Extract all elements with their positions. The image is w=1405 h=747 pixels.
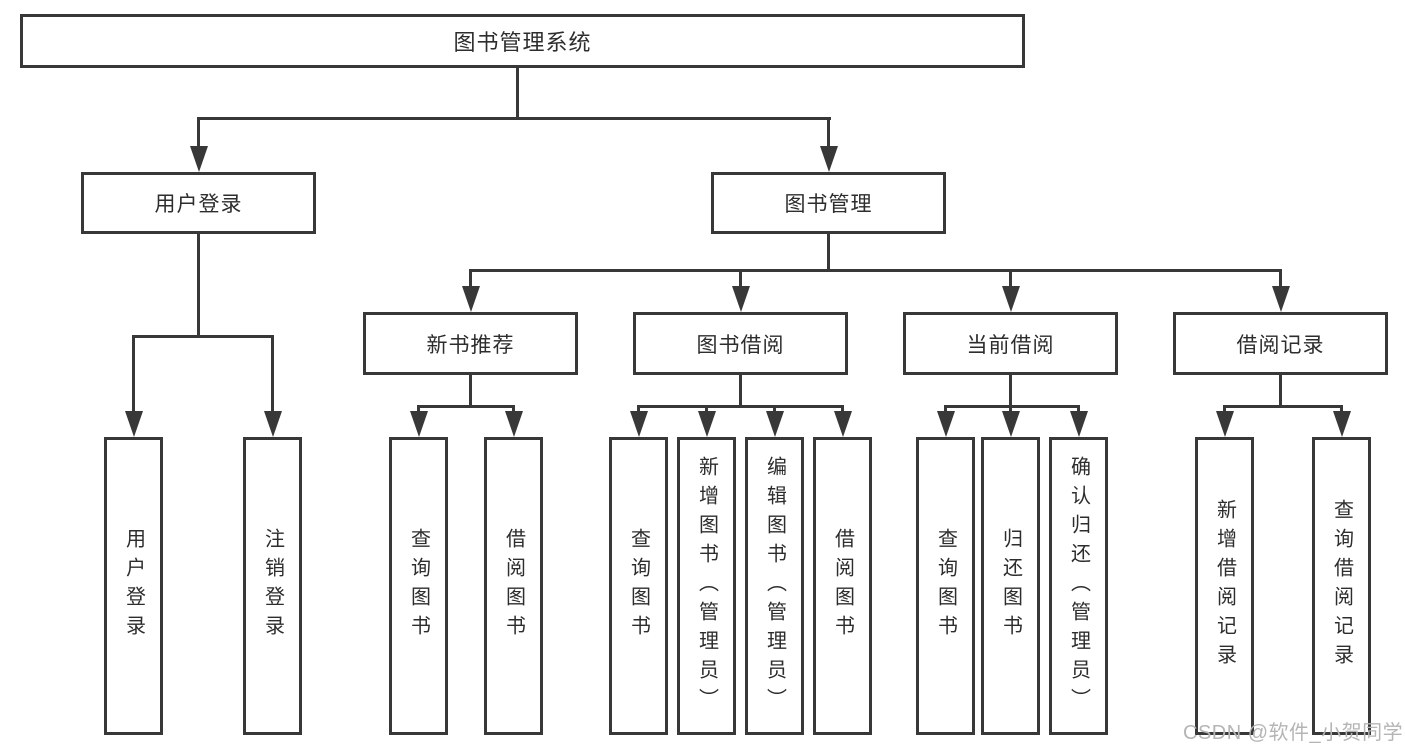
node-label: 归还图书 — [999, 528, 1022, 644]
arrow-down-icon — [629, 411, 648, 437]
connector-line — [739, 269, 742, 293]
arrow-down-icon — [1069, 411, 1088, 437]
node-label: 新书推荐 — [426, 333, 515, 357]
arrow-down-icon — [765, 411, 784, 437]
node-label: 查询图书 — [407, 528, 430, 644]
leaf-return-books: 归还图书 — [981, 437, 1040, 735]
arrow-down-icon — [1271, 286, 1290, 312]
arrow-down-icon — [1001, 286, 1020, 312]
leaf-user-login: 用户登录 — [104, 437, 163, 735]
leaf-borrow-books-recommend: 借阅图书 — [484, 437, 543, 735]
node-label: 查询借阅记录 — [1330, 499, 1353, 673]
leaf-add-borrow-record: 新增借阅记录 — [1195, 437, 1254, 735]
node-book-management: 图书管理 — [711, 172, 946, 234]
connector-line — [1223, 405, 1342, 408]
arrow-down-icon — [1215, 411, 1234, 437]
node-new-book-recommendation: 新书推荐 — [363, 312, 578, 375]
node-label: 查询图书 — [934, 528, 957, 644]
node-label: 新增图书（管理员） — [695, 455, 718, 717]
node-label: 查询图书 — [627, 528, 650, 644]
connector-line — [1279, 375, 1282, 408]
connector-line — [132, 335, 135, 415]
node-label: 用户登录 — [154, 193, 243, 216]
node-label: 图书管理 — [784, 193, 873, 216]
node-label: 注销登录 — [261, 528, 284, 644]
connector-line — [637, 405, 844, 408]
node-label: 用户登录 — [122, 528, 145, 644]
leaf-add-books-admin: 新增图书（管理员） — [677, 437, 736, 735]
csdn-watermark: CSDN @软件_小贺同学 — [1183, 722, 1404, 744]
arrow-down-icon — [833, 411, 852, 437]
arrow-down-icon — [461, 286, 480, 312]
connector-line — [827, 234, 830, 272]
connector-line — [1009, 375, 1012, 408]
node-label: 确认归还（管理员） — [1067, 455, 1090, 717]
leaf-query-books-current: 查询图书 — [916, 437, 975, 735]
connector-line — [739, 375, 742, 408]
connector-line — [469, 269, 472, 293]
leaf-query-books-borrow: 查询图书 — [609, 437, 668, 735]
leaf-edit-books-admin: 编辑图书（管理员） — [745, 437, 804, 735]
node-label: 新增借阅记录 — [1213, 499, 1236, 673]
leaf-confirm-return-admin: 确认归还（管理员） — [1049, 437, 1108, 735]
arrow-down-icon — [731, 286, 750, 312]
arrow-down-icon — [1001, 411, 1020, 437]
node-user-login: 用户登录 — [81, 172, 316, 234]
node-current-borrowing: 当前借阅 — [903, 312, 1118, 375]
leaf-borrow-books: 借阅图书 — [813, 437, 872, 735]
node-borrowing-records: 借阅记录 — [1173, 312, 1388, 375]
node-label: 借阅图书 — [831, 528, 854, 644]
arrow-down-icon — [936, 411, 955, 437]
connector-line — [197, 117, 831, 120]
leaf-query-books-recommend: 查询图书 — [389, 437, 448, 735]
connector-line — [1009, 269, 1012, 293]
connector-line — [132, 335, 274, 338]
connector-line — [469, 375, 472, 408]
arrow-down-icon — [409, 411, 428, 437]
arrow-down-icon — [124, 411, 143, 437]
arrow-down-icon — [1332, 411, 1351, 437]
arrow-down-icon — [504, 411, 523, 437]
connector-line — [197, 117, 200, 150]
arrow-down-icon — [189, 146, 208, 172]
leaf-logout: 注销登录 — [243, 437, 302, 735]
connector-line — [197, 234, 200, 338]
node-label: 借阅记录 — [1236, 333, 1325, 357]
connector-line — [515, 68, 519, 119]
connector-line — [827, 117, 830, 150]
node-label: 图书借阅 — [696, 333, 785, 357]
connector-line — [469, 269, 1282, 272]
arrow-down-icon — [819, 146, 838, 172]
connector-line — [944, 405, 1080, 408]
node-label: 当前借阅 — [966, 333, 1055, 357]
connector-line — [1279, 269, 1282, 293]
node-label: 编辑图书（管理员） — [763, 455, 786, 717]
node-label: 借阅图书 — [502, 528, 525, 644]
arrow-down-icon — [697, 411, 716, 437]
node-label: 图书管理系统 — [453, 30, 592, 55]
connector-line — [271, 335, 274, 415]
leaf-query-borrow-record: 查询借阅记录 — [1312, 437, 1371, 735]
node-book-borrowing: 图书借阅 — [633, 312, 848, 375]
node-book-management-system: 图书管理系统 — [20, 14, 1025, 68]
connector-line — [417, 405, 515, 408]
arrow-down-icon — [263, 411, 282, 437]
